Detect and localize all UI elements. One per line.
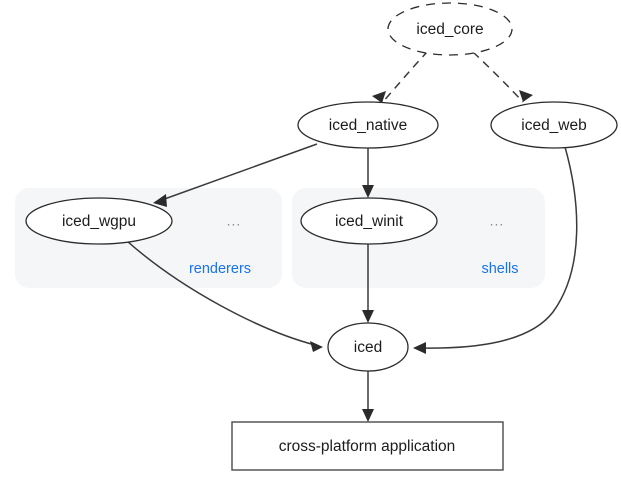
node-iced-core[interactable]: iced_core [387,2,513,56]
edge-line [381,50,429,104]
node-iced-winit-shape[interactable] [300,197,438,245]
node-iced-winit[interactable]: iced_winit [300,197,438,245]
node-cross-platform-application[interactable]: cross-platform application [231,421,504,471]
node-iced[interactable]: iced [327,322,409,372]
node-iced-shape[interactable] [327,322,409,372]
arrow-head-icon [413,342,426,354]
node-iced-web-shape[interactable] [490,101,618,149]
node-iced-wgpu[interactable]: iced_wgpu [25,197,173,245]
cluster-renderers-label: renderers [189,261,251,277]
node-iced-native[interactable]: iced_native [297,101,439,149]
arrow-head-icon [362,310,374,323]
arrow-head-icon [519,90,533,102]
edge-line [472,51,524,103]
node-iced-core-label: iced_core [416,21,483,38]
arrow-head-icon [372,91,386,103]
node-iced-label: iced [354,339,382,356]
renderers-more-nodes: ... [227,213,242,229]
arrow-head-icon [362,185,374,198]
edge-iced-native-to-iced-winit [362,148,374,198]
arrow-head-icon [310,341,323,352]
edge-iced-to-application [362,371,374,422]
edge-line [126,240,316,346]
arrow-head-icon [153,194,167,207]
edge-iced-core-to-iced-web [472,51,533,103]
edge-line [420,146,578,349]
edge-iced-native-to-iced-wgpu [153,143,318,207]
node-application-label: cross-platform application [279,438,456,455]
node-iced-native-label: iced_native [329,117,407,134]
node-iced-native-shape[interactable] [297,101,439,149]
node-iced-winit-label: iced_winit [335,213,404,230]
node-iced-wgpu-label: iced_wgpu [62,213,136,230]
edge-iced-core-to-iced-native [372,50,429,104]
arrow-head-icon [362,409,374,422]
node-iced-core-shape[interactable] [387,2,513,56]
shells-more-nodes: ... [490,213,505,229]
edge-line [158,143,318,202]
node-iced-web-label: iced_web [521,117,587,134]
node-iced-web[interactable]: iced_web [490,101,618,149]
edge-iced-winit-to-iced [362,244,374,323]
node-application-shape[interactable] [231,421,504,471]
edge-iced-web-to-iced [413,146,578,354]
node-iced-wgpu-shape[interactable] [25,197,173,245]
edge-iced-wgpu-to-iced [126,240,323,352]
cluster-shells-label: shells [481,261,518,277]
